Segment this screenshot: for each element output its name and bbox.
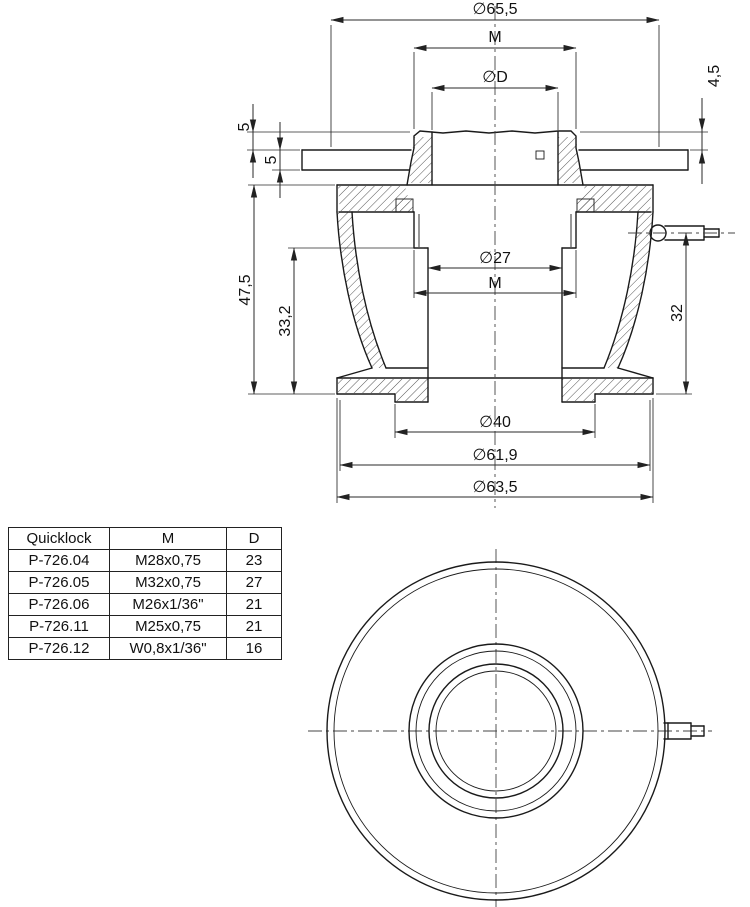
dim-dia-40: ∅40	[479, 414, 511, 431]
thread-spec: M25x0,75	[109, 615, 227, 638]
table-row: P-726.06 M26x1/36" 21	[8, 593, 282, 616]
dim-dia-63-5: ∅63,5	[472, 479, 517, 496]
spec-table: Quicklock M D P-726.04 M28x0,75 23 P-726…	[8, 527, 282, 660]
thread-spec: M32x0,75	[109, 571, 227, 594]
table-row: P-726.12 W0,8x1/36" 16	[8, 637, 282, 660]
col-header-quicklock: Quicklock	[8, 527, 110, 550]
diameter-value: 27	[226, 571, 282, 594]
thread-spec: M26x1/36"	[109, 593, 227, 616]
part-number: P-726.04	[8, 549, 110, 572]
outer-ring	[326, 561, 666, 901]
dim-thread-m-inner: M	[488, 275, 501, 292]
diameter-value: 21	[226, 593, 282, 616]
hatch-areas	[337, 137, 653, 401]
diameter-value: 21	[226, 615, 282, 638]
table-row: P-726.05 M32x0,75 27	[8, 571, 282, 594]
dim-32: 32	[669, 304, 686, 322]
diameter-value: 23	[226, 549, 282, 572]
side-pin-plan	[663, 722, 705, 740]
part-number: P-726.05	[8, 571, 110, 594]
thread-spec: W0,8x1/36"	[109, 637, 227, 660]
thread-spec: M28x0,75	[109, 549, 227, 572]
dim-5-lower: 5	[263, 155, 280, 164]
col-header-d: D	[226, 527, 282, 550]
part-number: P-726.11	[8, 615, 110, 638]
dim-47-5: 47,5	[237, 274, 254, 305]
top-view	[308, 549, 712, 907]
section-view	[301, 130, 720, 403]
col-header-m: M	[109, 527, 227, 550]
dim-dia-d: ∅D	[482, 69, 508, 86]
table-row: P-726.11 M25x0,75 21	[8, 615, 282, 638]
table-header-row: Quicklock M D	[8, 527, 282, 550]
dim-dia-61-9: ∅61,9	[472, 447, 517, 464]
part-number: P-726.12	[8, 637, 110, 660]
part-number: P-726.06	[8, 593, 110, 616]
mount-ring-outer	[408, 643, 584, 819]
dim-5-upper: 5	[236, 122, 253, 131]
dim-thread-m-top: M	[488, 29, 501, 46]
dim-4-5: 4,5	[706, 65, 723, 87]
dim-dia-27: ∅27	[479, 250, 511, 267]
aperture-ring	[428, 663, 564, 799]
center-lines	[494, 6, 735, 508]
table-row: P-726.04 M28x0,75 23	[8, 549, 282, 572]
cap-detail-mark	[535, 150, 545, 160]
diameter-value: 16	[226, 637, 282, 660]
dimension-lines	[249, 16, 706, 501]
dimension-labels: ∅65,5 M ∅D 4,5 5 5 47,5 33,2 ∅27 M 32 ∅4…	[236, 1, 723, 496]
dim-33-2: 33,2	[277, 305, 294, 336]
dim-dia-65-5: ∅65,5	[472, 1, 517, 18]
